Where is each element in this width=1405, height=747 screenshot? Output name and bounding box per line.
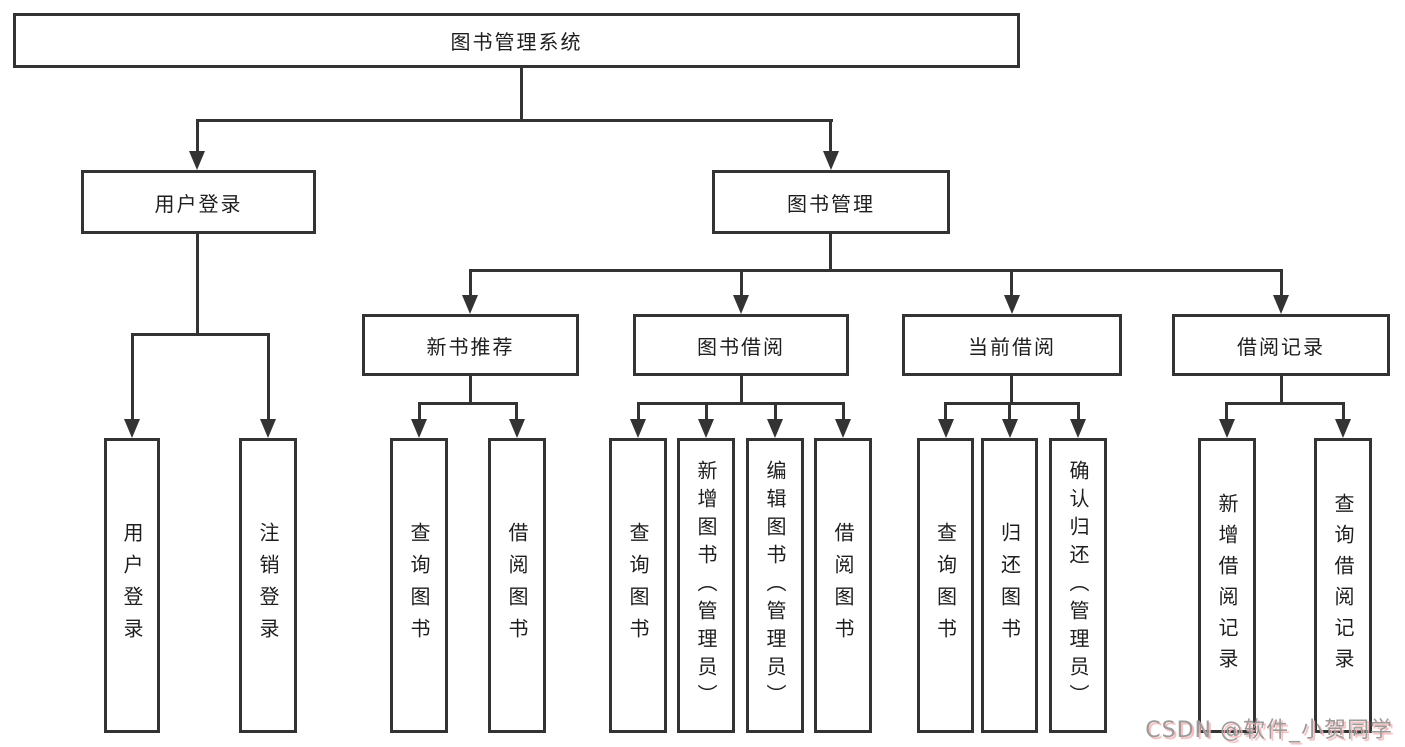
- leaf-borrow-books-recommend-label: 借阅图书: [505, 521, 529, 650]
- arrowhead-book-borrowing: [733, 295, 749, 314]
- node-book-borrowing-label: 图书借阅: [697, 334, 785, 359]
- leaf-query-books-recommend-label: 查询图书: [407, 521, 431, 650]
- leaf-query-books-borrowing: 查询图书: [609, 438, 667, 733]
- leaf-user-login-label: 用户登录: [120, 521, 144, 650]
- leaf-query-borrow-record-label: 查询借阅记录: [1331, 492, 1355, 679]
- leaf-edit-books-admin: 编辑图书（管理员）: [746, 438, 804, 733]
- connector-stub-book-management: [829, 119, 832, 153]
- arrowhead-edit-books: [767, 419, 783, 438]
- node-book-management: 图书管理: [712, 170, 950, 234]
- arrowhead-borrow-books: [835, 419, 851, 438]
- arrowhead-borrow-records: [1273, 295, 1289, 314]
- node-current-borrowing: 当前借阅: [902, 314, 1122, 376]
- connector-stub-query-current: [944, 402, 947, 421]
- connector-stub-query-record: [1342, 402, 1345, 421]
- arrowhead-confirm-return: [1070, 419, 1086, 438]
- leaf-user-login: 用户登录: [104, 438, 160, 733]
- connector-stub-confirm-return: [1077, 402, 1080, 421]
- arrowhead-new-book: [462, 295, 478, 314]
- leaf-logout-login-label: 注销登录: [256, 521, 280, 650]
- arrowhead-add-books: [698, 419, 714, 438]
- node-book-management-label: 图书管理: [787, 191, 875, 216]
- leaf-query-books-current-label: 查询图书: [933, 521, 958, 650]
- leaf-logout-login: 注销登录: [239, 438, 297, 733]
- arrowhead-leaf-logout: [260, 419, 276, 438]
- node-new-book-recommend: 新书推荐: [362, 314, 579, 376]
- connector-current-trunk: [1010, 376, 1013, 405]
- arrowhead-current-borrowing: [1004, 295, 1020, 314]
- arrowhead-query-record: [1335, 419, 1351, 438]
- connector-stub-borrow-books: [842, 402, 845, 421]
- connector-stub-query-borrowing: [637, 402, 640, 421]
- arrowhead-query-recommend: [411, 419, 427, 438]
- connector-current-split: [944, 402, 1080, 405]
- arrowhead-book-management: [823, 151, 839, 170]
- leaf-return-books: 归还图书: [981, 438, 1038, 733]
- connector-stub-add-books: [705, 402, 708, 421]
- leaf-add-borrow-record-label: 新增借阅记录: [1215, 492, 1239, 679]
- leaf-borrow-books-borrowing-label: 借阅图书: [831, 521, 855, 650]
- connector-stub-current-borrowing: [1010, 269, 1013, 297]
- leaf-confirm-return-admin-label: 确认归还（管理员）: [1066, 459, 1090, 712]
- leaf-borrow-books-recommend: 借阅图书: [488, 438, 546, 733]
- node-new-book-recommend-label: 新书推荐: [426, 334, 515, 359]
- connector-book-management-split: [469, 269, 1283, 272]
- connector-stub-new-book: [469, 269, 472, 297]
- connector-root-split: [196, 119, 833, 122]
- connector-root-trunk: [520, 68, 523, 121]
- node-borrow-records: 借阅记录: [1172, 314, 1390, 376]
- leaf-return-books-label: 归还图书: [997, 521, 1022, 650]
- arrowhead-query-current: [938, 419, 954, 438]
- node-book-borrowing: 图书借阅: [633, 314, 849, 376]
- connector-stub-leaf-user-login: [131, 333, 134, 421]
- connector-user-login-trunk: [196, 234, 199, 336]
- leaf-confirm-return-admin: 确认归还（管理员）: [1049, 438, 1107, 733]
- connector-user-login-split: [131, 333, 270, 336]
- leaf-edit-books-admin-label: 编辑图书（管理员）: [763, 459, 787, 712]
- connector-records-trunk: [1280, 376, 1283, 405]
- leaf-add-books-admin-label: 新增图书（管理员）: [694, 459, 718, 712]
- connector-stub-leaf-logout: [267, 333, 270, 421]
- arrowhead-query-borrowing: [630, 419, 646, 438]
- connector-book-borrowing-split: [637, 402, 845, 405]
- connector-new-book-trunk: [469, 376, 472, 405]
- connector-new-book-split: [418, 402, 518, 405]
- leaf-query-books-current: 查询图书: [917, 438, 974, 733]
- connector-book-borrowing-trunk: [740, 376, 743, 405]
- node-root: 图书管理系统: [13, 13, 1020, 68]
- arrowhead-add-record: [1219, 419, 1235, 438]
- leaf-query-borrow-record: 查询借阅记录: [1314, 438, 1372, 733]
- leaf-add-borrow-record: 新增借阅记录: [1198, 438, 1256, 733]
- arrowhead-user-login: [189, 151, 205, 170]
- connector-stub-borrow-records: [1280, 269, 1283, 297]
- node-user-login: 用户登录: [81, 170, 316, 234]
- connector-stub-edit-books: [774, 402, 777, 421]
- leaf-add-books-admin: 新增图书（管理员）: [677, 438, 735, 733]
- connector-stub-add-record: [1225, 402, 1228, 421]
- connector-stub-book-borrowing: [740, 269, 743, 297]
- watermark: CSDN @软件_小贺同学: [1145, 718, 1393, 743]
- node-current-borrowing-label: 当前借阅: [968, 334, 1056, 359]
- node-borrow-records-label: 借阅记录: [1237, 334, 1325, 359]
- leaf-query-books-borrowing-label: 查询图书: [626, 521, 650, 650]
- connector-stub-user-login: [196, 119, 199, 153]
- arrowhead-return-books: [1002, 419, 1018, 438]
- connector-stub-borrow-recommend: [515, 402, 518, 421]
- arrowhead-leaf-user-login: [124, 419, 140, 438]
- leaf-borrow-books-borrowing: 借阅图书: [814, 438, 872, 733]
- connector-book-management-trunk: [829, 234, 832, 272]
- leaf-query-books-recommend: 查询图书: [390, 438, 448, 733]
- node-root-label: 图书管理系统: [450, 30, 583, 54]
- node-user-login-label: 用户登录: [154, 191, 243, 216]
- connector-stub-query-recommend: [418, 402, 421, 421]
- connector-records-split: [1225, 402, 1345, 405]
- arrowhead-borrow-recommend: [509, 419, 525, 438]
- connector-stub-return-books: [1008, 402, 1011, 421]
